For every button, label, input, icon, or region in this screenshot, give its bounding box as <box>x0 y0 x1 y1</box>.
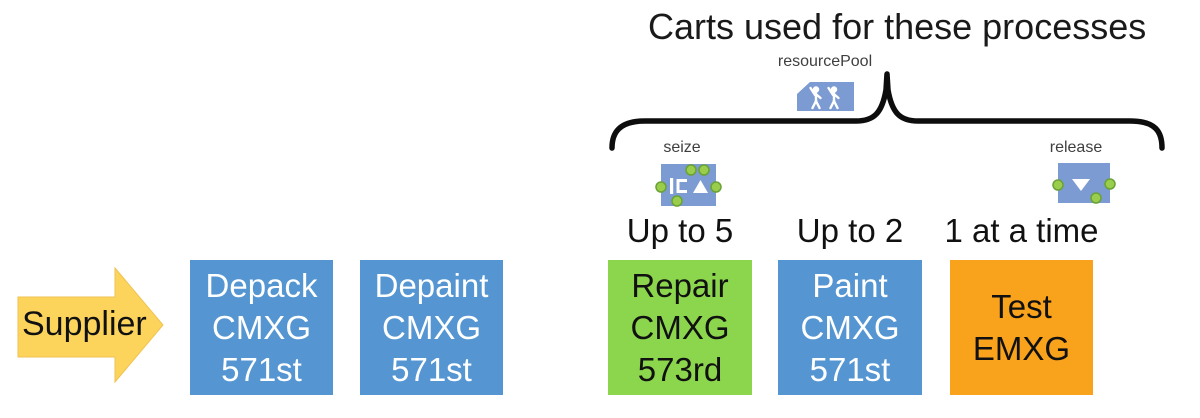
person-icon <box>809 86 822 110</box>
resource-triangle-glyph <box>693 180 708 193</box>
person-icon <box>827 86 840 110</box>
process-box-depack: Depack CMXG 571st <box>190 260 333 395</box>
process-box-paint: Paint CMXG 571st <box>778 260 922 395</box>
process-box-test: Test EMXG <box>950 260 1093 395</box>
release-block-icon <box>1052 163 1116 204</box>
seize-label: seize <box>663 139 701 156</box>
release-triangle-glyph <box>1072 179 1090 191</box>
capacity-label-repair: Up to 5 <box>626 212 734 249</box>
resource-pool-label: resourcePool <box>777 53 873 70</box>
arrow-shape <box>17 266 164 384</box>
seize-block-icon <box>655 164 722 207</box>
port-dots <box>655 164 722 207</box>
queue-glyph <box>670 178 687 194</box>
process-box-depaint: Depaint CMXG 571st <box>360 260 503 395</box>
supplier-label: Supplier <box>22 305 147 343</box>
supplier-arrow <box>17 266 164 384</box>
process-box-repair: Repair CMXG 573rd <box>608 260 752 395</box>
resource-pool-icon <box>797 82 854 111</box>
curly-brace <box>609 71 1165 151</box>
capacity-label-test: 1 at a time <box>944 212 1099 249</box>
release-label: release <box>1049 139 1103 156</box>
diagram-title: Carts used for these processes <box>648 6 1147 47</box>
port-dots <box>1052 178 1116 204</box>
capacity-label-paint: Up to 2 <box>796 212 904 249</box>
